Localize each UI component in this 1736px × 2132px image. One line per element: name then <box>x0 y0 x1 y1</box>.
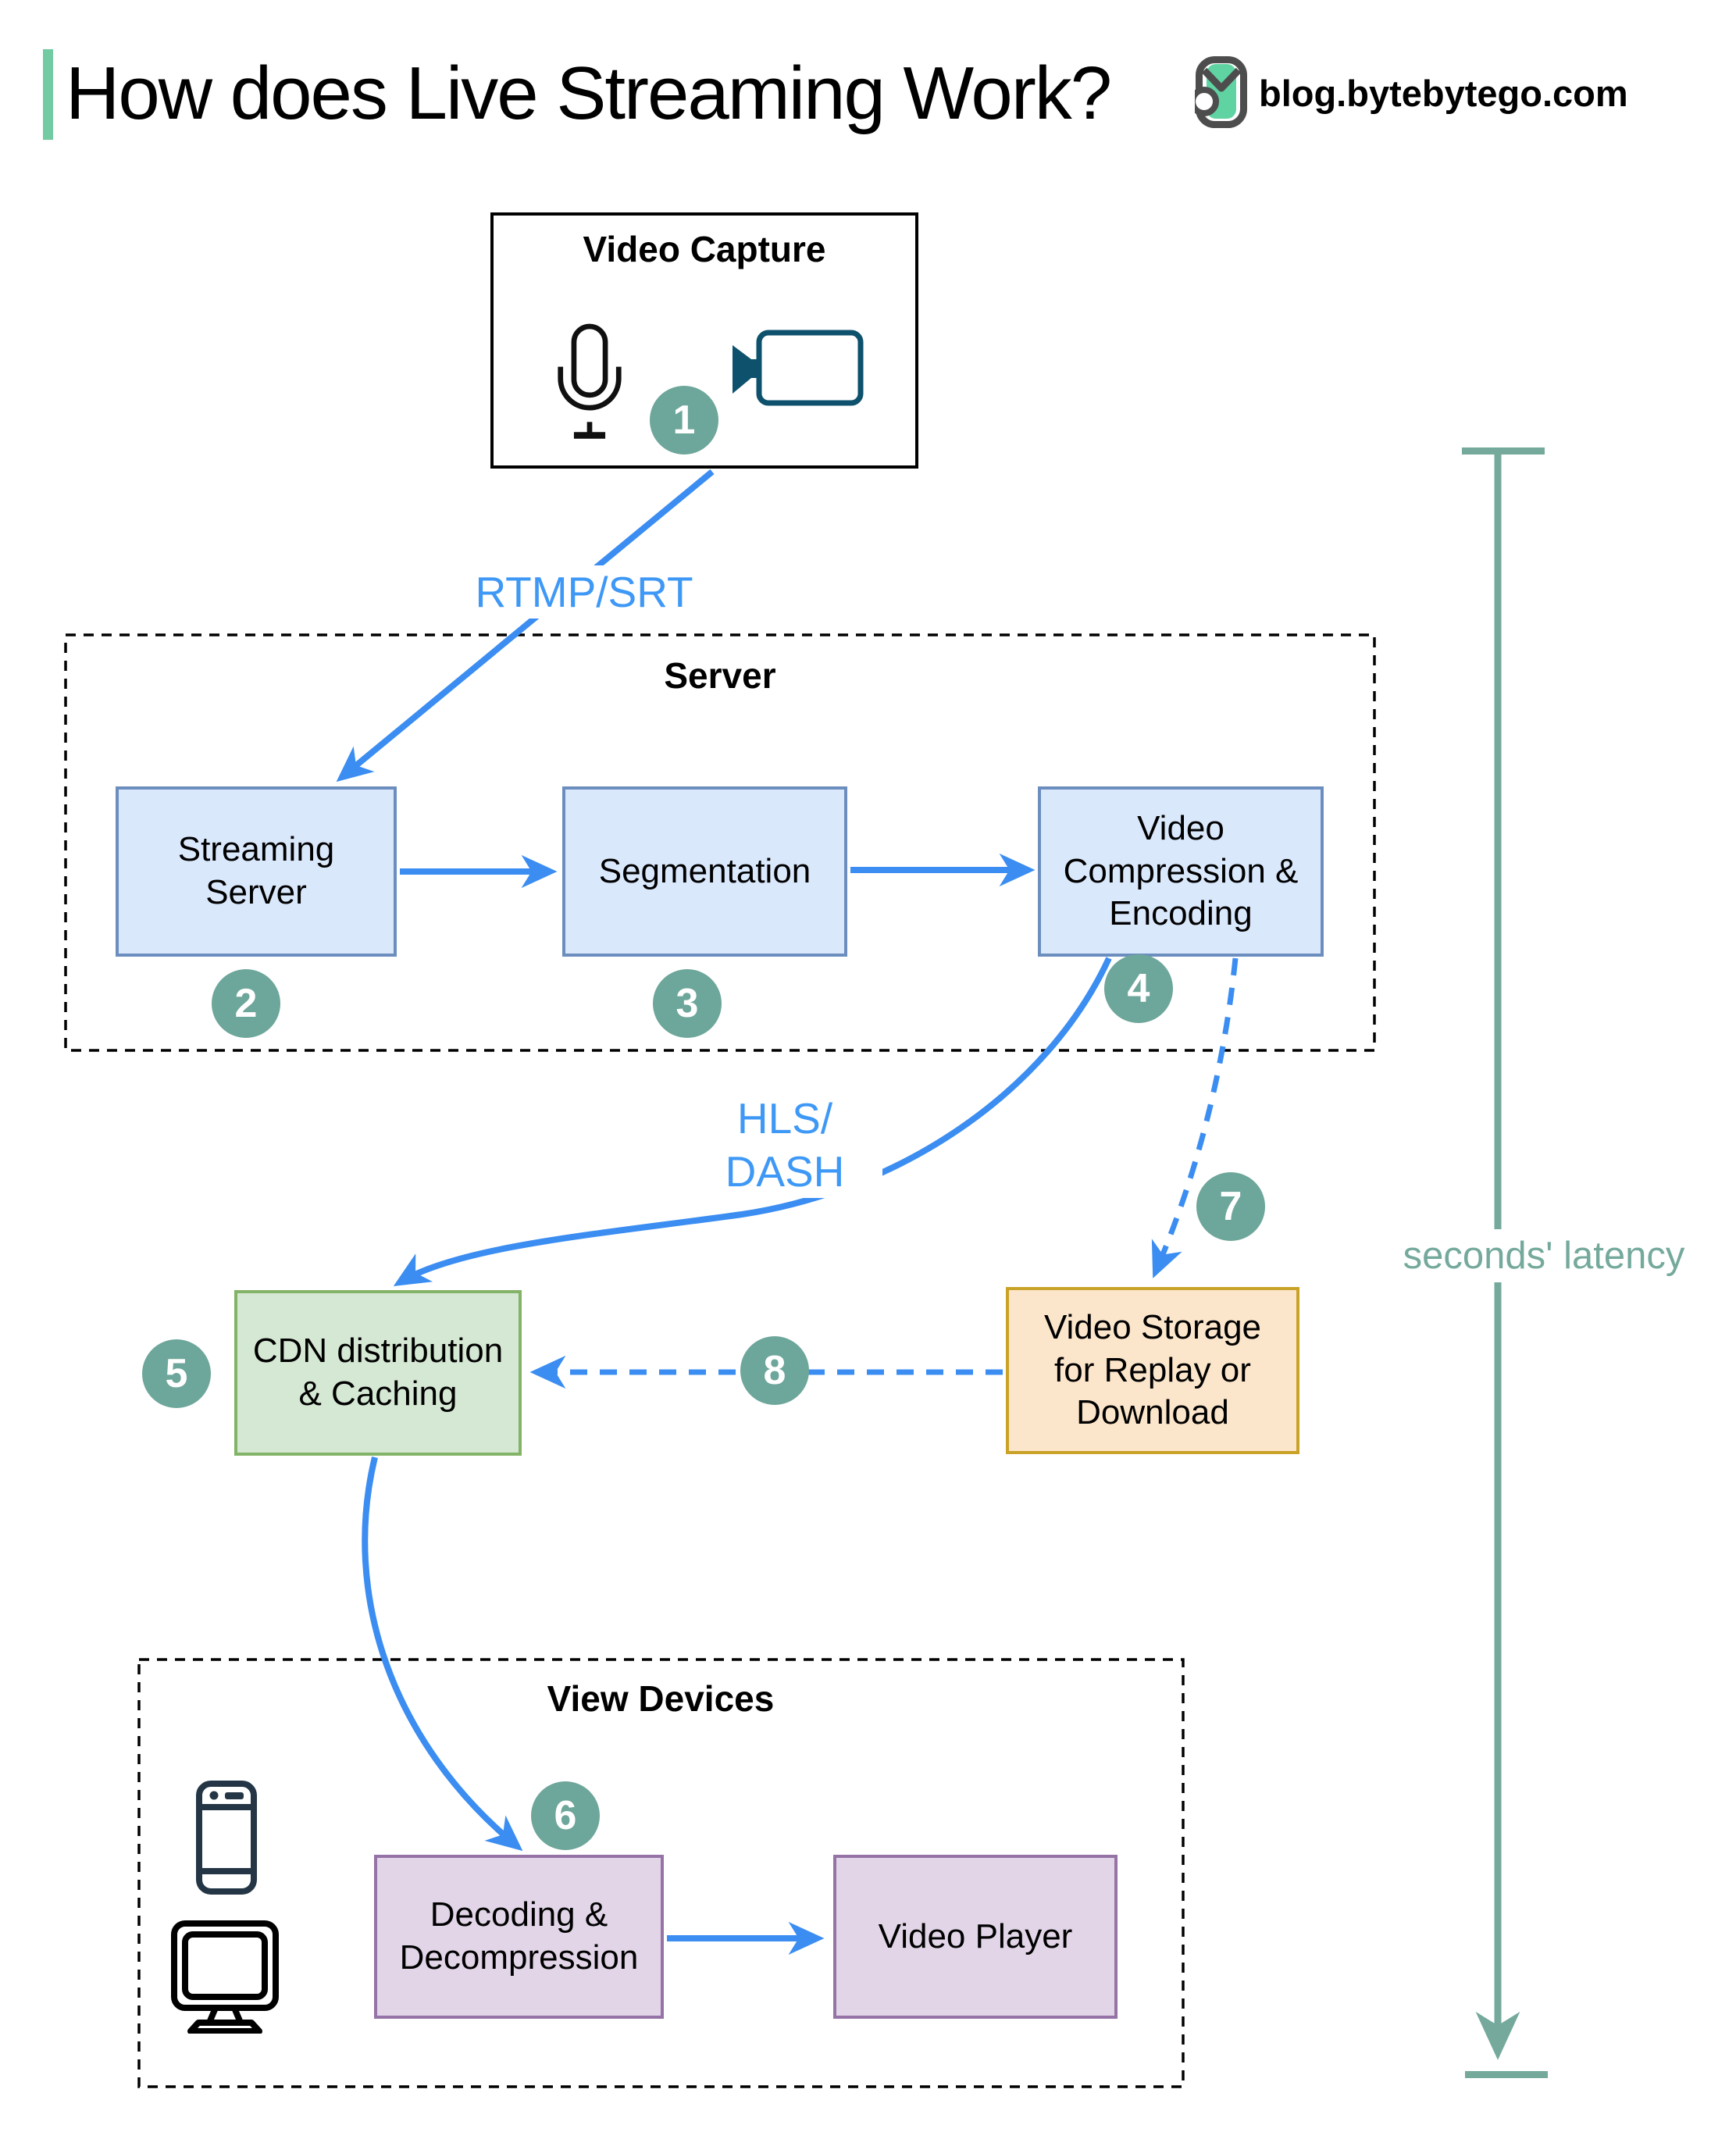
step-badge-7: 7 <box>1196 1172 1265 1241</box>
node-cdn: CDN distribution & Caching <box>234 1290 522 1456</box>
server-group-label: Server <box>664 655 776 696</box>
node-video-storage: Video Storage for Replay or Download <box>1006 1287 1299 1454</box>
edge-compression-to-storage <box>1151 957 1239 1278</box>
step-badge-2: 2 <box>212 969 280 1038</box>
hls-dash-label: HLS/ DASH <box>687 1092 882 1199</box>
latency-top-bar <box>1462 447 1545 455</box>
step-badge-5: 5 <box>142 1339 211 1408</box>
node-video-compression: Video Compression & Encoding <box>1038 786 1324 957</box>
page-title: How does Live Streaming Work? <box>66 52 1112 135</box>
node-video-player: Video Player <box>833 1855 1118 2019</box>
video-camera-icon <box>733 330 864 406</box>
view-devices-group-label: View Devices <box>547 1678 775 1719</box>
view-devices-group-border <box>137 1658 1185 2088</box>
step-badge-3: 3 <box>653 969 722 1038</box>
rtmp-srt-label: RTMP/SRT <box>447 565 722 619</box>
microphone-icon <box>558 323 622 439</box>
smartphone-icon <box>196 1781 257 1895</box>
site-name: blog.bytebytego.com <box>1259 73 1628 114</box>
step-badge-4: 4 <box>1104 954 1173 1023</box>
node-segmentation: Segmentation <box>562 786 847 957</box>
edge-compression-to-cdn <box>393 957 1112 1286</box>
edge-cdn-to-decoding <box>362 1456 523 1852</box>
node-decoding: Decoding & Decompression <box>374 1855 664 2019</box>
step-badge-6: 6 <box>531 1781 600 1850</box>
video-capture-label: Video Capture <box>583 229 826 269</box>
step-badge-8: 8 <box>740 1336 809 1405</box>
step-badge-1: 1 <box>650 386 718 455</box>
bytebytego-logo <box>1195 56 1247 128</box>
latency-bottom-bar <box>1465 2071 1548 2078</box>
title-accent-bar <box>43 49 53 140</box>
server-group-border <box>64 633 1376 1052</box>
node-streaming-server: Streaming Server <box>116 786 397 957</box>
desktop-monitor-icon <box>171 1920 279 2034</box>
seconds-latency-label: seconds' latency <box>1381 1229 1707 1282</box>
edge-capture-to-server <box>336 469 715 783</box>
